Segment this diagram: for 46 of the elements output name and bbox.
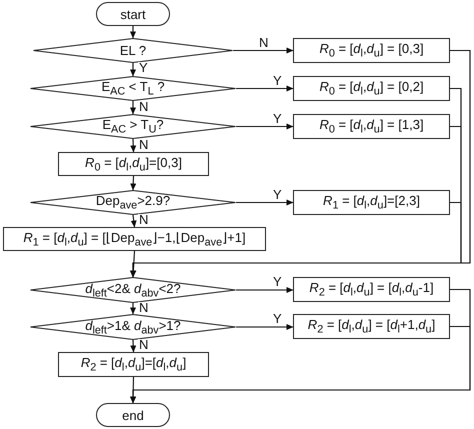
decision-diamond: d$_{left}$>1& d$_{abv}$>1? — [30, 314, 236, 340]
process-box: R$_{1}$ = [d$_{l}$,d$_{u}$] = [⌊Dep$_{ave}$⌋−1,⌊Dep$_{ave}$⌋+1] — [3, 227, 266, 251]
arrow — [236, 86, 294, 92]
arrow — [236, 287, 294, 293]
edge-label: N — [138, 101, 150, 113]
arrow — [130, 340, 136, 352]
decision-diamond: E$_{AC}$ < T$_{L}$ ? — [30, 76, 236, 101]
terminal-box: end — [96, 403, 170, 427]
edge-label: N — [138, 339, 150, 351]
arrow — [130, 63, 136, 76]
edge-label: N — [138, 214, 150, 226]
process-box: R$_{0}$ = [d$_{l}$,d$_{u}$] = [0,2] — [293, 76, 450, 101]
edge-label: Y — [272, 313, 283, 325]
arrow — [233, 48, 294, 54]
arrow — [130, 326, 471, 404]
decision-diamond: EL ? — [33, 38, 233, 63]
edge-label: Y — [138, 62, 149, 74]
process-box: R$_{2}$ = [d$_{l}$,d$_{u}$] = [d$_{l}$,d$_{u}$-1] — [293, 277, 450, 302]
arrow — [130, 214, 137, 228]
terminal-box: start — [96, 2, 170, 26]
edge-label: Y — [272, 189, 283, 201]
arrow — [130, 176, 136, 190]
process-box: R$_{0}$ = [d$_{l}$,d$_{u}$] = [1,3] — [293, 114, 450, 139]
arrow — [236, 124, 294, 130]
process-box: R$_{2}$ = [d$_{l}$,d$_{u}$] = [d$_{l}$+1,d$_{u}$] — [293, 314, 450, 339]
arrow — [130, 202, 462, 278]
edge-label: Y — [272, 276, 283, 288]
edge-label: Y — [272, 75, 283, 87]
process-box: R$_{0}$ = [d$_{l}$,d$_{u}$] = [0,3] — [293, 38, 450, 63]
edge-label: N — [138, 302, 150, 314]
decision-diamond: E$_{AC}$ > T$_{U}$? — [30, 114, 236, 139]
edge-label: N — [138, 139, 150, 151]
decision-diamond: d$_{left}$<2& d$_{abv}$<2? — [30, 277, 236, 303]
arrow — [130, 303, 136, 314]
arrow — [236, 200, 294, 206]
process-box: R$_{2}$ = [d$_{l}$,d$_{u}$]=[d$_{l}$,d$_{u}$] — [58, 352, 209, 377]
arrow — [130, 101, 136, 114]
arrow — [130, 376, 136, 404]
process-box: R$_{1}$ = [d$_{l}$,d$_{u}$]=[2,3] — [293, 190, 450, 215]
decision-diamond: Dep$_{ave}$>2.9? — [30, 190, 236, 215]
edge-label: N — [258, 37, 270, 49]
process-box: R$_{0}$ = [d$_{l}$,d$_{u}$]=[0,3] — [58, 152, 209, 176]
edge-label: Y — [272, 113, 283, 125]
arrow — [130, 138, 136, 152]
arrow — [236, 324, 294, 330]
arrow — [130, 26, 136, 38]
